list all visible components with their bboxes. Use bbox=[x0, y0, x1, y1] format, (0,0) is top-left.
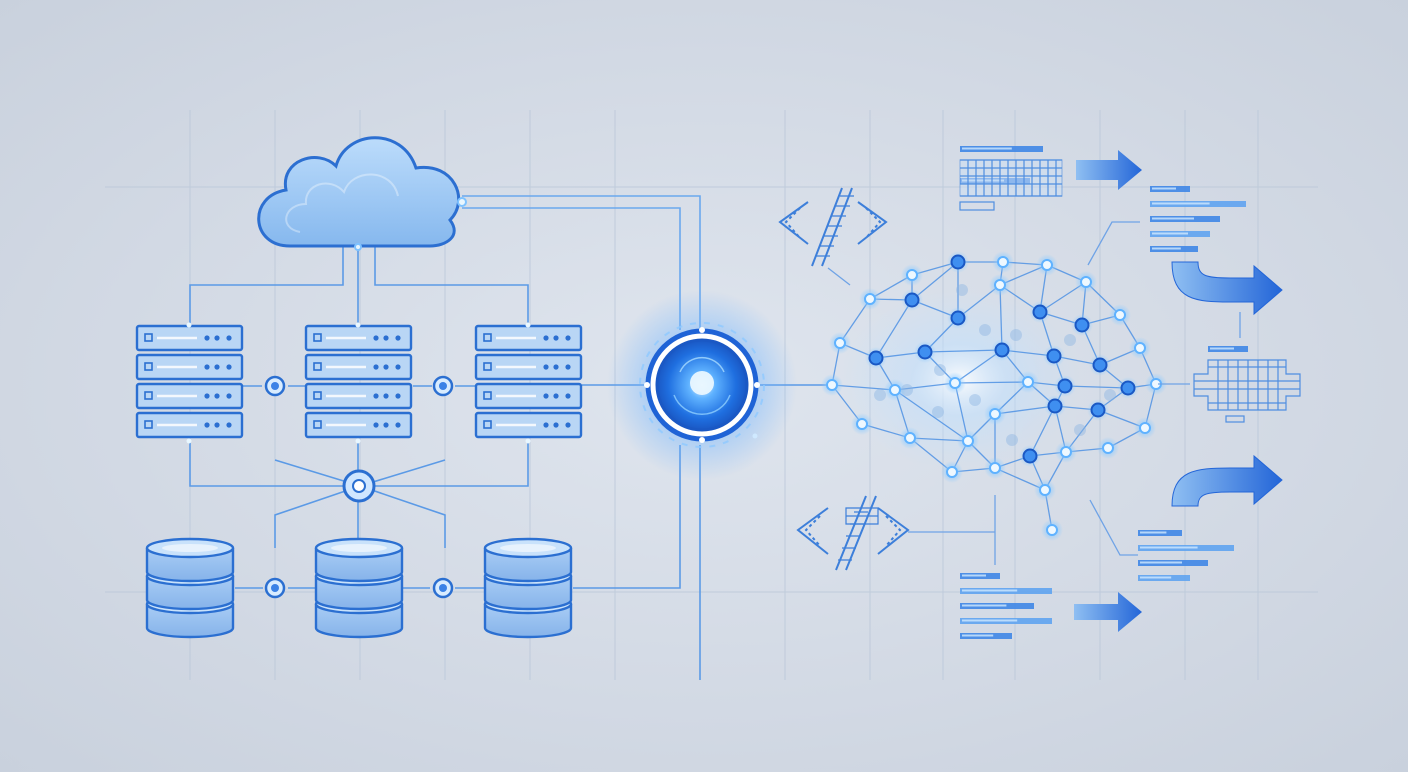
brain-node bbox=[1022, 448, 1038, 464]
neural-brain-icon bbox=[821, 251, 1167, 541]
brain-connection bbox=[875, 299, 913, 359]
brain-connection bbox=[894, 389, 969, 442]
brain-node bbox=[989, 408, 1001, 420]
brain-node bbox=[1102, 442, 1114, 454]
document-lines-icon bbox=[1138, 530, 1234, 581]
brain-node bbox=[826, 379, 838, 391]
document-lines-icon bbox=[960, 573, 1052, 639]
arrow-right-icon bbox=[1076, 150, 1142, 190]
junction-nodes bbox=[264, 375, 454, 599]
document-lines-icon bbox=[1150, 186, 1246, 252]
brain-node bbox=[1022, 376, 1034, 388]
brain-node bbox=[946, 466, 958, 478]
brain-node bbox=[1134, 342, 1146, 354]
code-brackets-icon-lower bbox=[796, 495, 910, 571]
database-group bbox=[145, 537, 573, 639]
brain-node bbox=[904, 432, 916, 444]
database-icon bbox=[314, 537, 404, 639]
document-lines-icon bbox=[1208, 346, 1248, 352]
pixel-grid-icon bbox=[959, 159, 1063, 211]
brain-node bbox=[994, 342, 1010, 358]
brain-node bbox=[949, 377, 961, 389]
brain-node bbox=[950, 254, 966, 270]
brain-node bbox=[1032, 304, 1048, 320]
curved-arrow-icon-lower bbox=[1171, 454, 1283, 507]
brain-node bbox=[1039, 484, 1051, 496]
brain-node bbox=[950, 310, 966, 326]
brain-node bbox=[1057, 378, 1073, 394]
pixel-grid-icon-right bbox=[1193, 359, 1301, 423]
brain-node bbox=[1060, 446, 1072, 458]
brain-node bbox=[1041, 259, 1053, 271]
brain-node bbox=[1090, 402, 1106, 418]
brain-node bbox=[864, 293, 876, 305]
brain-node bbox=[1046, 524, 1058, 536]
brain-node bbox=[1120, 380, 1136, 396]
brain-node bbox=[917, 344, 933, 360]
brain-node bbox=[1047, 398, 1063, 414]
server-racks bbox=[135, 322, 583, 444]
database-icon bbox=[483, 537, 573, 639]
server-rack-icon bbox=[135, 322, 244, 444]
brain-node bbox=[906, 269, 918, 281]
code-brackets-icon bbox=[778, 187, 888, 267]
brain-node bbox=[868, 350, 884, 366]
brain-node bbox=[1074, 317, 1090, 333]
brain-node bbox=[1092, 357, 1108, 373]
connection-wires bbox=[189, 195, 830, 680]
cloud-icon bbox=[257, 136, 467, 251]
curved-arrow-icon bbox=[1171, 261, 1283, 316]
brain-node bbox=[962, 435, 974, 447]
brain-connection bbox=[954, 381, 1029, 384]
brain-node bbox=[904, 292, 920, 308]
brain-node bbox=[997, 256, 1009, 268]
document-lines-icon bbox=[960, 146, 1043, 152]
brain-node bbox=[1046, 348, 1062, 364]
server-rack-icon bbox=[474, 322, 583, 444]
central-hub-icon bbox=[607, 290, 797, 480]
brain-node bbox=[889, 384, 901, 396]
brain-node bbox=[989, 462, 1001, 474]
arrow-right-icon-lower bbox=[1074, 592, 1142, 632]
brain-node bbox=[1139, 422, 1151, 434]
brain-nodes bbox=[821, 251, 1167, 541]
brain-connection bbox=[924, 349, 1003, 353]
brain-node bbox=[994, 279, 1006, 291]
brain-node bbox=[1114, 309, 1126, 321]
server-rack-icon bbox=[304, 322, 413, 444]
output-wires bbox=[827, 221, 1241, 565]
database-icon bbox=[145, 537, 235, 639]
brain-node bbox=[834, 337, 846, 349]
brain-node bbox=[1080, 276, 1092, 288]
brain-node bbox=[856, 418, 868, 430]
